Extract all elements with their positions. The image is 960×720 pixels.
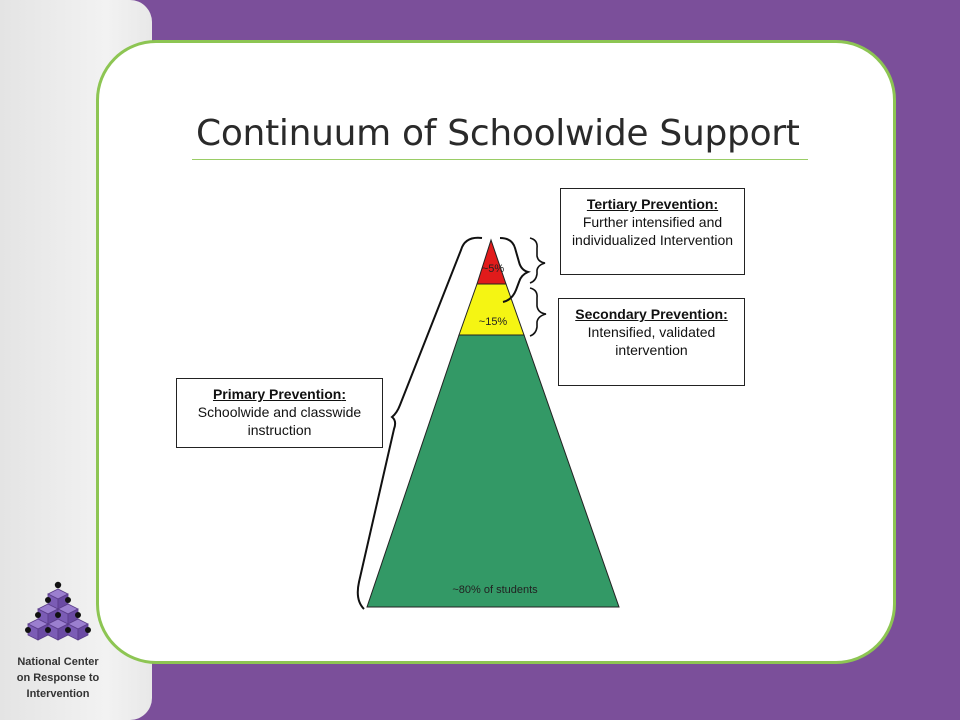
primary-heading: Primary Prevention (212, 386, 342, 402)
tier-label-primary: ~80% of students (452, 584, 538, 596)
pyramid-tier-tertiary (476, 238, 507, 285)
secondary-prevention-box: Secondary Prevention: Intensified, valid… (558, 298, 745, 386)
organization-name-line1: National Center (17, 656, 99, 668)
tertiary-heading-colon: : (713, 196, 719, 212)
primary-brace (356, 236, 483, 610)
tier-label-secondary: ~15% (478, 316, 508, 328)
primary-heading-colon: : (341, 386, 347, 402)
tertiary-box-brace (529, 237, 546, 284)
tertiary-description: Further intensified and individualized I… (571, 214, 734, 248)
slide-title: Continuum of Schoolwide Support (196, 113, 800, 154)
secondary-brace (529, 287, 547, 337)
secondary-heading-colon: : (723, 306, 728, 322)
organization-name-line3: Intervention (26, 688, 90, 700)
organization-name-line2: on Response to (16, 672, 100, 684)
tertiary-heading: Tertiary Prevention (586, 196, 714, 212)
organization-name: National Center on Response to Intervent… (8, 654, 108, 702)
title-underline (192, 159, 808, 160)
tertiary-brace (499, 237, 531, 303)
primary-description: Schoolwide and classwide instruction (197, 404, 362, 438)
cube-pyramid-logo-icon (18, 580, 98, 650)
primary-prevention-box: Primary Prevention: Schoolwide and class… (176, 378, 383, 448)
secondary-description: Intensified, validated intervention (587, 324, 716, 358)
tier-label-tertiary: ~5% (481, 263, 505, 275)
tertiary-prevention-box: Tertiary Prevention: Further intensified… (560, 188, 745, 275)
secondary-heading: Secondary Prevention (575, 306, 724, 322)
